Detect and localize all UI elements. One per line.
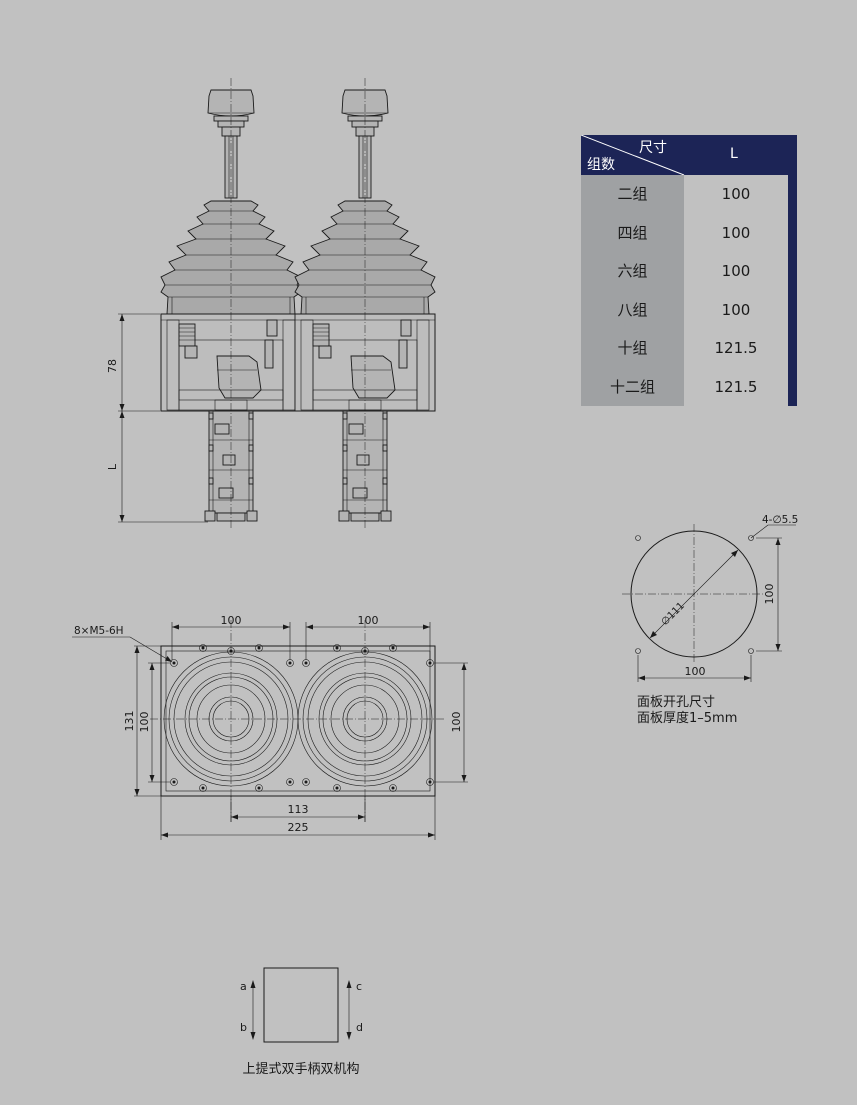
label-b: b [240, 1021, 247, 1034]
dim-113-label: 113 [288, 803, 309, 816]
table-row: 八组 100 [581, 291, 788, 330]
label-a: a [240, 980, 247, 993]
label-d: d [356, 1021, 363, 1034]
table-cell-group: 十组 [617, 339, 648, 357]
dim-100-left-label: 100 [221, 614, 242, 627]
label-c: c [356, 980, 362, 993]
screw [302, 778, 310, 786]
screw [302, 659, 310, 667]
table-row: 四组 100 [581, 214, 788, 253]
cutout-caption-2: 面板厚度1–5mm [637, 710, 737, 726]
mechanism-box [263, 967, 339, 1043]
left-joystick [160, 77, 302, 529]
mechanism-diagram: a b c d 上提式双手柄双机构 [240, 967, 363, 1077]
dim-L-label: L [106, 463, 119, 470]
panel-cutout: ∅111 4-∅5.5 100 100 面板开孔尺寸 面板厚度1–5mm [622, 514, 798, 726]
table-row: 二组 100 [581, 175, 788, 214]
screw [333, 784, 341, 792]
table-cell-L: 100 [721, 223, 751, 242]
screw [286, 778, 294, 786]
table-cell-group: 二组 [617, 185, 648, 203]
dim-78-label: 78 [106, 359, 119, 373]
table-cell-L: 121.5 [714, 377, 758, 396]
table-cell-group: 八组 [617, 300, 648, 319]
table-cell-L: 100 [721, 300, 751, 319]
dim-100-inner-v-label: 100 [138, 712, 151, 733]
screw [389, 784, 397, 792]
table-cell-group: 六组 [617, 262, 648, 280]
mounting-plate [160, 645, 436, 797]
table-cell-L: 100 [721, 185, 751, 203]
dim-225-label: 225 [288, 821, 309, 834]
table-row: 十组 121.5 [581, 329, 788, 368]
mount-hole [748, 648, 754, 654]
screw [170, 659, 178, 667]
table-header: 尺寸 组数 L [581, 135, 797, 175]
holes-callout: 4-∅5.5 [762, 514, 798, 526]
header-diagonal [581, 135, 685, 175]
cutout-dim-100-h: 100 [685, 665, 706, 678]
screw [199, 784, 207, 792]
table-cell-L: 121.5 [714, 339, 758, 357]
mount-hole [635, 535, 641, 541]
screw [286, 659, 294, 667]
thread-callout: 8×M5-6H [74, 625, 124, 637]
front-view: 78 L [106, 77, 436, 529]
diameter-label: ∅111 [660, 601, 687, 628]
screw [255, 784, 263, 792]
mount-hole [748, 535, 754, 541]
right-joystick [294, 77, 436, 529]
screw [170, 778, 178, 786]
value-column [684, 175, 788, 406]
size-table: 尺寸 组数 L 二组 100 四组 100 六组 100 八组 100 十组 1… [581, 135, 797, 406]
cutout-dim-100-v: 100 [763, 584, 776, 605]
group-column [581, 175, 684, 406]
dim-100-right-label: 100 [358, 614, 379, 627]
table-row: 六组 100 [581, 252, 788, 291]
dim-131-label: 131 [123, 711, 136, 732]
header-size: 尺寸 [639, 140, 667, 156]
table-cell-group: 四组 [617, 223, 648, 242]
mechanism-caption: 上提式双手柄双机构 [242, 1061, 359, 1077]
bottom-view: 100 100 8×M5-6H 131 100 100 113 2 [72, 614, 468, 840]
mount-hole [635, 648, 641, 654]
table-cell-group: 十二组 [609, 377, 655, 396]
cutout-caption-1: 面板开孔尺寸 [637, 695, 715, 710]
table-row: 十二组 121.5 [581, 368, 788, 407]
dim-100-right-v-label: 100 [450, 712, 463, 733]
header-l: L [730, 146, 738, 162]
header-group: 组数 [587, 157, 615, 173]
table-cell-L: 100 [721, 262, 751, 280]
